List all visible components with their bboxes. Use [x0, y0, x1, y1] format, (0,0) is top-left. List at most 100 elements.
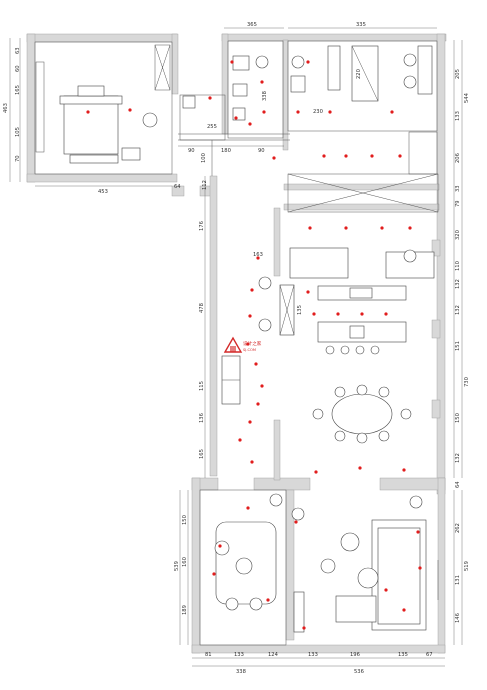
ceiling-lamp-icon — [384, 312, 388, 316]
dim-r-64: 64 — [455, 481, 461, 488]
ceiling-lamp-icon — [212, 572, 216, 576]
study-room — [287, 40, 438, 175]
ceiling-lamp-icon — [380, 226, 384, 230]
dim-b-133b: 133 — [308, 652, 318, 658]
dim-bottom-64: 64 — [174, 184, 181, 190]
dim-room-255: 255 — [207, 124, 217, 130]
dim-room-220: 220 — [356, 69, 362, 79]
ceiling-lamp-icon — [312, 312, 316, 316]
dim-r-206: 206 — [455, 153, 461, 163]
ceiling-lamp-icon — [256, 402, 260, 406]
dim-r-146: 146 — [455, 613, 461, 623]
living-room — [199, 489, 439, 646]
dim-b-536: 536 — [354, 669, 364, 675]
dim-r-133: 133 — [455, 111, 461, 121]
ceiling-lamp-icon — [322, 154, 326, 158]
dim-r-730: 730 — [464, 377, 470, 387]
ceiling-lamp-icon — [238, 438, 242, 442]
dim-l-539: 539 — [174, 561, 180, 571]
dim-b-67: 67 — [426, 652, 433, 658]
dim-bottom-112: 112 — [202, 180, 208, 190]
ceiling-lamp-icon — [266, 598, 270, 602]
ceiling-lamp-icon — [272, 156, 276, 160]
dining-table — [331, 393, 393, 435]
dim-b-135: 135 — [398, 652, 408, 658]
dim-top-335: 335 — [356, 22, 366, 28]
dim-kit-135: 135 — [297, 305, 303, 315]
ceiling-lamp-icon — [418, 566, 422, 570]
dim-r-131: 131 — [455, 575, 461, 585]
ceiling-lamp-icon — [208, 96, 212, 100]
ceiling-lamp-icon — [230, 60, 234, 64]
dim-r-33: 33 — [455, 185, 461, 192]
ceiling-lamp-icon — [402, 608, 406, 612]
ceiling-lamp-icon — [308, 226, 312, 230]
ceiling-lamp-icon — [344, 226, 348, 230]
ceiling-lamp-icon — [398, 154, 402, 158]
dim-r-519: 519 — [464, 561, 470, 571]
ceiling-lamp-icon — [248, 122, 252, 126]
ceiling-lamp-icon — [370, 154, 374, 158]
dim-r-320: 320 — [455, 230, 461, 240]
dim-r-150: 150 — [455, 413, 461, 423]
bedroom — [34, 41, 173, 175]
dim-r-132c: 132 — [455, 453, 461, 463]
dim-r-110: 110 — [455, 261, 461, 271]
dimension-labels: 365 335 463 63 60 165 105 70 255 338 230… — [3, 22, 470, 675]
ceiling-lamp-icon — [306, 60, 310, 64]
dim-l-189: 189 — [182, 605, 188, 615]
ceiling-lamp-icon — [314, 470, 318, 474]
dim-left-463: 463 — [3, 103, 9, 113]
bathrooms — [178, 40, 290, 176]
ceiling-lamp-icon — [384, 588, 388, 592]
dimension-lines — [9, 27, 463, 667]
ceiling-lamp-icon — [402, 468, 406, 472]
dim-v-136: 136 — [199, 413, 205, 423]
dim-kit-163: 163 — [253, 252, 263, 258]
ceiling-lamp-icon — [416, 530, 420, 534]
dim-r-544: 544 — [464, 92, 470, 103]
watermark-text-main: 设计之家 — [243, 340, 262, 347]
dim-b-124: 124 — [268, 652, 279, 658]
ceiling-lamp-icon — [246, 342, 250, 346]
dim-b-133a: 133 — [234, 652, 244, 658]
ceiling-lamp-icon — [306, 290, 310, 294]
ceiling-lamp-icon — [128, 108, 132, 112]
dim-left-63: 63 — [15, 47, 21, 54]
ceiling-lamp-icon — [390, 110, 394, 114]
ceiling-lamp-icon — [296, 110, 300, 114]
dim-b-338: 338 — [236, 669, 246, 675]
desk-chair — [142, 112, 158, 128]
ceiling-lamp-icon — [256, 256, 260, 260]
dim-top-365: 365 — [247, 22, 257, 28]
dim-bottom-453: 453 — [98, 189, 108, 195]
ceiling-lamp-icon — [344, 154, 348, 158]
dim-left-60: 60 — [15, 65, 21, 72]
dim-seg-90b: 90 — [258, 148, 265, 154]
dim-left-70: 70 — [15, 155, 21, 162]
dim-left-165: 165 — [15, 85, 21, 95]
watermark-text-sub: SJ.COM — [243, 348, 256, 352]
dining-area — [221, 355, 412, 444]
dim-seg-90a: 90 — [188, 148, 195, 154]
ceiling-lamp-icon — [260, 80, 264, 84]
dim-r-151: 151 — [455, 341, 461, 351]
dim-v-115: 115 — [199, 381, 205, 391]
dim-r-205: 205 — [455, 69, 461, 79]
dim-b-196: 196 — [350, 652, 360, 658]
dim-v-478: 478 — [199, 303, 205, 313]
dim-r-79: 79 — [455, 200, 461, 207]
kitchen-counter — [289, 247, 349, 279]
dim-room-230: 230 — [313, 109, 323, 115]
dim-v-165: 165 — [199, 449, 205, 459]
dim-r-132b: 132 — [455, 305, 461, 315]
ceiling-lamp-icon — [360, 312, 364, 316]
ceiling-lamp-icon — [248, 314, 252, 318]
ceiling-lamp-icon — [254, 362, 258, 366]
double-bed — [63, 95, 119, 155]
ceiling-lamp-icon — [250, 460, 254, 464]
dim-r-132a: 132 — [455, 279, 461, 289]
watermark: 设计之家 SJ.COM — [223, 336, 262, 353]
ceiling-lamp-icon — [234, 116, 238, 120]
